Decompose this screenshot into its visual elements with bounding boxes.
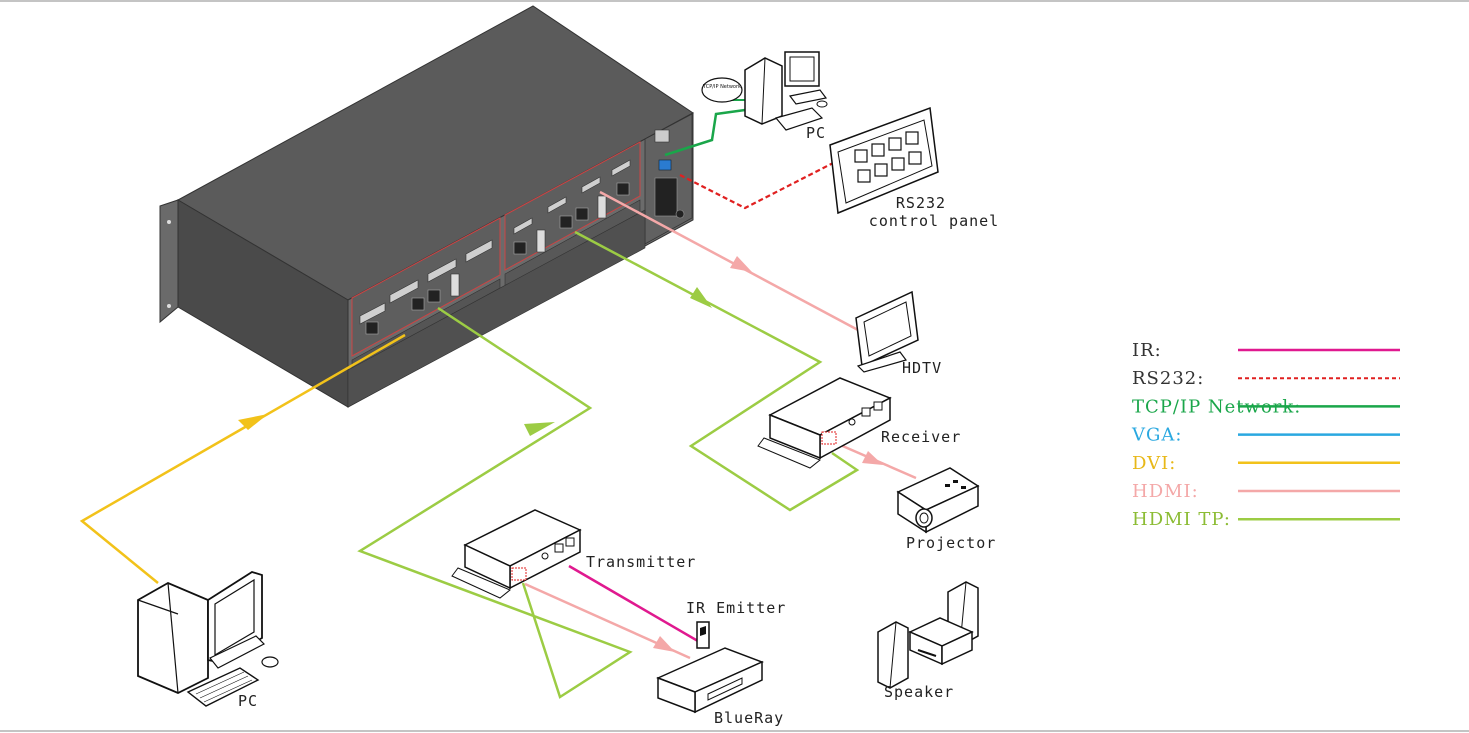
legend: IR: RS232: TCP/IP Network: VGA: DVI: HDMI: HDM… — [1131, 340, 1400, 530]
legend-item-rs232: RS232: — [1132, 368, 1400, 389]
cable-hdmi-hdtv — [599, 190, 859, 332]
pc-top-label: PC — [806, 124, 826, 142]
cable-ir — [568, 564, 704, 646]
rs232-panel-label-line2: control panel — [869, 212, 999, 230]
pc-bottom-device — [137, 571, 279, 707]
rs232-control-panel-device — [829, 106, 939, 215]
cable-hdmi-blueray — [524, 582, 691, 660]
rs232-panel-label-line1: RS232 — [896, 194, 946, 212]
projector-device — [896, 467, 980, 534]
legend-label: RS232: — [1132, 368, 1204, 389]
legend-label: VGA: — [1131, 425, 1182, 446]
legend-item-dvi: DVI: — [1132, 453, 1400, 474]
hdtv-device — [855, 290, 919, 373]
pc-top-device — [744, 51, 828, 131]
matrix-chassis — [159, 5, 694, 408]
hdtv-label: HDTV — [902, 359, 942, 377]
cable-rs232 — [679, 161, 836, 210]
pc-bottom-label: PC — [238, 692, 258, 710]
legend-label: TCP/IP Network: — [1132, 396, 1301, 417]
network-cloud-icon: TCP/IP Network — [701, 77, 743, 103]
legend-item-hdmi-tp: HDMI TP: — [1132, 509, 1400, 530]
projector-label: Projector — [906, 534, 996, 552]
cable-hdmi-tp-receiver — [574, 230, 860, 512]
ir-emitter-device — [696, 621, 710, 649]
speaker-label: Speaker — [884, 683, 954, 701]
legend-label: HDMI TP: — [1132, 509, 1231, 530]
transmitter-device — [451, 509, 582, 599]
legend-item-hdmi: HDMI: — [1132, 481, 1400, 502]
network-cloud-label: TCP/IP Network — [702, 84, 741, 90]
rs232-panel-label: RS232 control panel — [869, 194, 999, 230]
legend-label: IR: — [1132, 340, 1162, 361]
transmitter-label: Transmitter — [586, 553, 696, 571]
cable-hdmi-projector — [837, 442, 917, 480]
blueray-device — [656, 647, 764, 714]
legend-item-ir: IR: — [1132, 340, 1400, 361]
cable-dvi — [79, 333, 406, 584]
receiver-label: Receiver — [881, 428, 961, 446]
speaker-device — [877, 581, 979, 689]
cable-hdmi-tp-transmitter — [357, 306, 633, 699]
legend-label: DVI: — [1132, 453, 1176, 474]
ir-emitter-label: IR Emitter — [686, 599, 786, 617]
receiver-device — [757, 377, 892, 469]
blueray-label: BlueRay — [714, 709, 784, 727]
legend-label: HDMI: — [1132, 481, 1199, 502]
legend-item-vga: VGA: — [1131, 425, 1400, 446]
legend-item-tcpip: TCP/IP Network: — [1132, 396, 1400, 417]
